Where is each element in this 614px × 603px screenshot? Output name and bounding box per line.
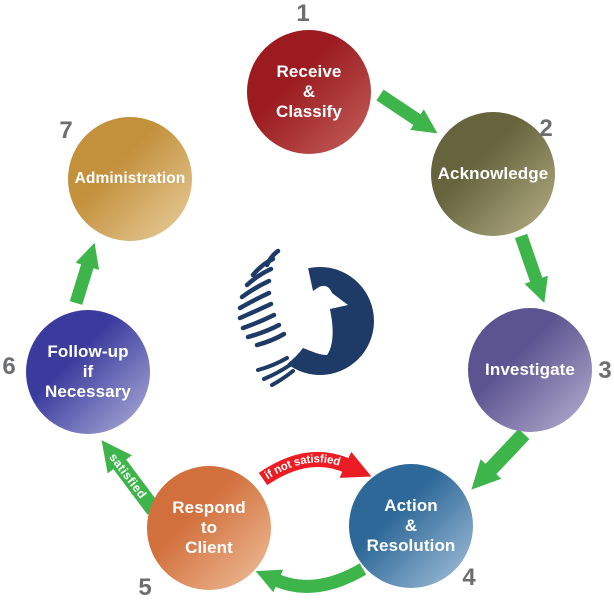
- feather-stroke: [254, 331, 287, 348]
- step-circle-follow-up: Follow-up if Necessary: [26, 310, 150, 434]
- feather-stroke: [237, 301, 274, 321]
- arrow-step2-to-step3: [514, 233, 548, 303]
- tail-feather-stroke: [262, 363, 292, 381]
- green-arrows: [69, 89, 548, 593]
- step-number-4: 4: [462, 564, 476, 591]
- step-label: Follow-up if Necessary: [45, 342, 131, 401]
- dove-icon: [237, 248, 374, 387]
- dove-logo: [237, 248, 374, 387]
- feather-stroke: [239, 278, 272, 300]
- arrow-step1-to-step2: [376, 89, 438, 134]
- step-circle-action-resolution: Action & Resolution: [349, 464, 473, 588]
- step-label: Acknowledge: [437, 164, 549, 183]
- arrow-step6-to-step7: [69, 242, 100, 305]
- feather-stroke: [244, 266, 274, 288]
- step-number-5: 5: [138, 574, 152, 601]
- arrow-step4-to-step5: [255, 563, 367, 593]
- feather-stroke: [250, 256, 276, 278]
- step-label: Investigate: [485, 360, 575, 379]
- satisfied-label: satisfied: [106, 451, 149, 502]
- step-label: Administration: [74, 170, 186, 187]
- step-number-2: 2: [539, 115, 553, 142]
- dove-body: [262, 249, 348, 381]
- step-label: Action & Resolution: [366, 496, 456, 555]
- step-circle-acknowledge: Acknowledge: [431, 112, 555, 236]
- step-number-3: 3: [598, 357, 612, 384]
- step-label: Receive & Classify: [275, 62, 342, 121]
- feather-stroke: [237, 290, 272, 311]
- step-circle-receive-classify: Receive & Classify: [247, 30, 371, 154]
- step-circle-administration: Administration: [68, 117, 192, 241]
- tail-feather-stroke: [270, 369, 295, 387]
- step-circle-respond-to-client: Respond to Client: [147, 466, 271, 590]
- step-circle-investigate: Investigate: [468, 308, 592, 432]
- arrow-step5-to-step4-not-satisfied: [258, 451, 372, 486]
- step-label: Respond to Client: [172, 498, 246, 557]
- step-number-6: 6: [2, 353, 16, 380]
- step-number-7: 7: [59, 117, 73, 144]
- feather-stroke: [240, 312, 277, 331]
- arrow-step3-to-step4: [471, 428, 530, 490]
- dove-wing-feathers: [237, 248, 295, 387]
- arrow-step5-to-step6-satisfied: [101, 440, 161, 515]
- step-number-1: 1: [296, 0, 310, 27]
- feather-stroke: [245, 322, 282, 340]
- tail-feather-stroke: [256, 356, 289, 372]
- red-return-arrow-group: if not satisfied: [258, 451, 372, 486]
